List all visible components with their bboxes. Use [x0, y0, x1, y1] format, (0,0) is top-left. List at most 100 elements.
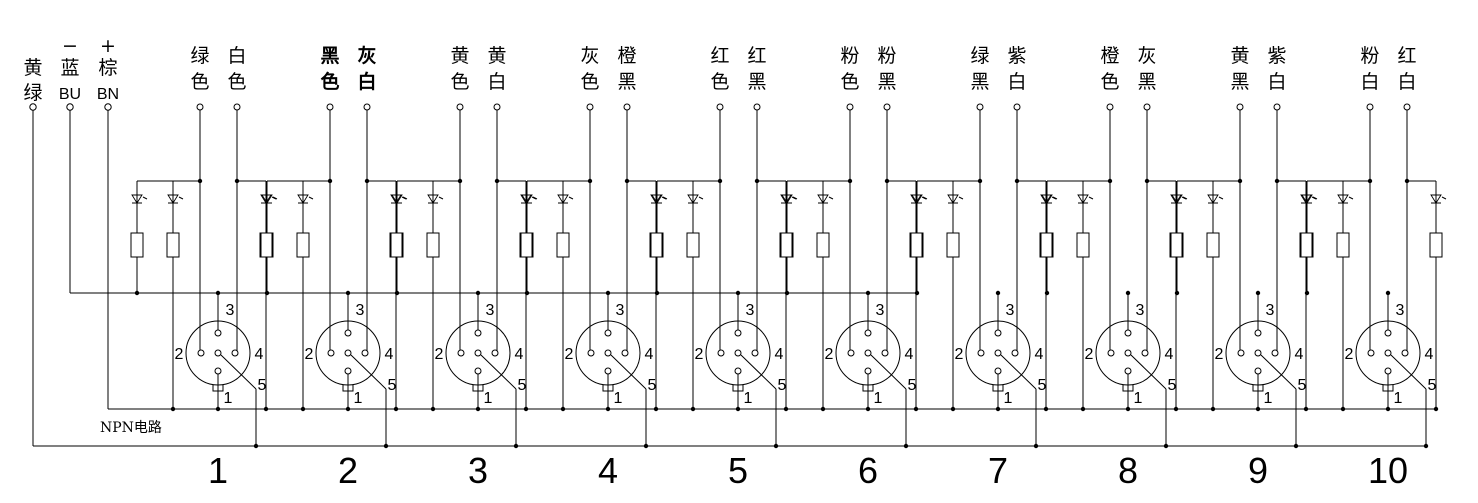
connector-key — [342, 385, 354, 392]
junction-dot — [1173, 406, 1179, 412]
diode-symbol — [261, 194, 273, 204]
junction-dot — [345, 406, 351, 412]
junction-dot — [513, 443, 519, 449]
pin-number-2: 2 — [1215, 346, 1224, 363]
junction-dot — [1043, 406, 1049, 412]
emission-arrow — [958, 196, 964, 200]
m12-connector — [445, 320, 511, 386]
diode-symbol — [521, 194, 533, 204]
signal-terminal — [456, 103, 464, 111]
emission-arrow — [308, 196, 314, 200]
channel-4-pin5-diag — [610, 354, 647, 390]
connector-pin — [621, 349, 629, 357]
junction-dot — [264, 290, 270, 296]
connector-key — [212, 385, 224, 392]
signal-terminal — [363, 103, 371, 111]
emission-arrow — [402, 196, 408, 200]
wire-color-label: 黑 — [877, 71, 896, 93]
resistor — [130, 232, 144, 258]
pin-number-2: 2 — [565, 346, 574, 363]
signal-terminal — [623, 103, 631, 111]
junction-dot — [1210, 406, 1216, 412]
junction-dot — [475, 406, 481, 412]
emission-arrow — [178, 196, 184, 200]
resistor — [1300, 232, 1314, 258]
junction-dot — [215, 406, 221, 412]
pin-number-1: 1 — [1264, 390, 1273, 407]
diode-symbol — [781, 194, 793, 204]
channel-7-pin5-diag — [1000, 354, 1037, 390]
diode-symbol — [167, 194, 179, 204]
wire-color-label: 粉 — [840, 45, 859, 67]
junction-dot — [394, 290, 400, 296]
junction-dot — [950, 406, 956, 412]
signal-terminal — [1143, 103, 1151, 111]
channel-8-pin5-diag — [1130, 354, 1167, 390]
junction-dot — [995, 406, 1001, 412]
channel-2-pin5-diag — [350, 354, 387, 390]
pin-number-5: 5 — [648, 377, 657, 394]
connector-pin — [864, 367, 872, 375]
junction-dot — [1014, 178, 1020, 184]
junction-dot — [783, 406, 789, 412]
emission-arrow — [1218, 196, 1224, 200]
m12-connector — [1225, 320, 1291, 386]
wire-color-label: 红 — [747, 45, 766, 67]
junction-dot — [1163, 443, 1169, 449]
signal-terminal — [976, 103, 984, 111]
connector-key — [1252, 385, 1264, 392]
channel-number: 7 — [988, 450, 1008, 491]
resistor — [1299, 232, 1313, 258]
emission-arrow — [828, 196, 834, 200]
junction-dot — [1385, 406, 1391, 412]
channel-3-pin5-diag — [480, 354, 517, 390]
junction-dot — [653, 406, 659, 412]
junction-dot — [457, 178, 463, 184]
junction-dot — [475, 290, 481, 296]
junction-dot — [1274, 178, 1280, 184]
wire-color-label: 色 — [840, 71, 859, 93]
channel-9-pin5-diag — [1260, 354, 1297, 390]
pin-number-1: 1 — [484, 390, 493, 407]
connector-pin — [344, 367, 352, 375]
emission-arrow — [1312, 196, 1318, 200]
pin-number-4: 4 — [1165, 346, 1174, 363]
connector-pin — [587, 349, 595, 357]
wire-color-label: 色 — [320, 70, 339, 93]
connector-pin — [994, 367, 1002, 375]
channel-number: 6 — [858, 450, 878, 491]
resistor — [1040, 232, 1054, 258]
connector-pin — [1254, 349, 1262, 357]
connector-pin — [474, 349, 482, 357]
connector-pin — [1237, 349, 1245, 357]
signal-terminal — [716, 103, 724, 111]
wire-color-label: 绿 — [970, 45, 989, 67]
pin-number-3: 3 — [1006, 302, 1015, 319]
resistor — [1429, 232, 1443, 258]
junction-dot — [263, 406, 269, 412]
resistor — [946, 232, 960, 258]
junction-dot — [865, 406, 871, 412]
pin-number-4: 4 — [1425, 346, 1434, 363]
wire-color-label: 白 — [1360, 71, 1379, 93]
pin-number-4: 4 — [1035, 346, 1044, 363]
diode-symbol — [297, 194, 309, 204]
connector-pin — [1384, 329, 1392, 337]
power-sign: − — [62, 35, 78, 57]
pin-number-2: 2 — [1345, 346, 1354, 363]
wire-color-label: 黄 — [1230, 45, 1249, 67]
connector-pin — [197, 349, 205, 357]
power-label-line2: 绿 — [23, 82, 42, 104]
resistor — [909, 232, 923, 258]
power-label-line1: 黄 — [23, 57, 42, 79]
junction-dot — [884, 178, 890, 184]
junction-dot — [1340, 406, 1346, 412]
diode-symbol — [687, 194, 699, 204]
diode-symbol — [1171, 194, 1183, 204]
wire-color-label: 灰 — [580, 45, 599, 67]
diode-symbol — [911, 194, 923, 204]
wire-color-label: 色 — [190, 71, 209, 93]
connector-pin — [361, 349, 369, 357]
pin-number-1: 1 — [744, 390, 753, 407]
resistor — [1170, 232, 1184, 258]
